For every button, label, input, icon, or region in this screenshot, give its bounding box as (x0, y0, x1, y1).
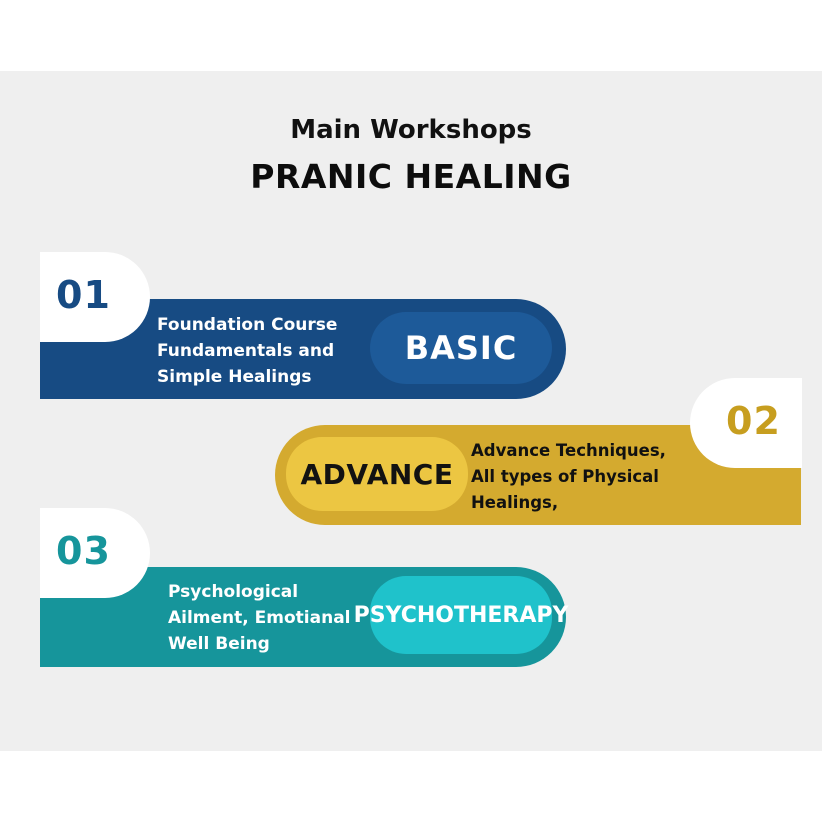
description-line: Ailment, Emotianal (168, 608, 351, 628)
description-line: Healings, (471, 493, 559, 512)
number-tab-01 (40, 252, 150, 342)
level-badge-line: THERAPY (453, 602, 569, 628)
number-tab-02 (690, 378, 802, 468)
workshop-description-basic: Foundation Course Fundamentals and Simpl… (157, 312, 337, 390)
workshop-description-psychotherapy: Psychological Ailment, Emotianal Well Be… (168, 579, 351, 657)
description-line: Simple Healings (157, 367, 312, 387)
description-line: Foundation Course (157, 315, 338, 335)
level-badge-basic: BASIC (370, 312, 552, 384)
level-badge-line: PSYCHO (353, 602, 454, 628)
description-line: All types of Physical (471, 467, 659, 486)
description-line: Fundamentals and (157, 341, 335, 361)
number-tab-03 (40, 508, 150, 598)
workshop-number-02: 02 (726, 399, 781, 443)
page-title: PRANIC HEALING (250, 157, 572, 196)
subtitle: Main Workshops (290, 115, 532, 145)
description-line: Well Being (168, 634, 270, 654)
level-badge-advance: ADVANCE (286, 437, 468, 511)
workshop-description-advance: Advance Techniques, All types of Physica… (471, 438, 666, 516)
description-line: Psychological (168, 582, 299, 602)
workshop-number-03: 03 (56, 529, 111, 573)
description-line: Advance Techniques, (471, 441, 666, 460)
workshop-number-01: 01 (56, 273, 111, 317)
level-badge-psychotherapy: PSYCHO THERAPY (354, 576, 568, 654)
